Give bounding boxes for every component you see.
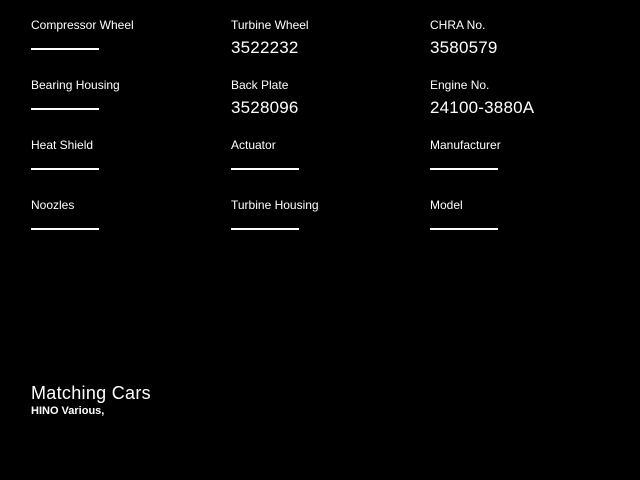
field-compressor-wheel: Compressor Wheel bbox=[31, 18, 231, 78]
blank-underline bbox=[430, 168, 498, 170]
blank-underline bbox=[231, 168, 299, 170]
field-label: Actuator bbox=[231, 138, 276, 152]
field-noozles: Noozles bbox=[31, 198, 231, 258]
field-value: 3580579 bbox=[430, 38, 498, 57]
field-label: Heat Shield bbox=[31, 138, 94, 152]
field-actuator: Actuator bbox=[231, 138, 430, 198]
field-bearing-housing: Bearing Housing bbox=[31, 78, 231, 138]
field-label: Noozles bbox=[31, 198, 75, 212]
field-label: Bearing Housing bbox=[31, 78, 120, 92]
field-value: 3528096 bbox=[231, 98, 299, 117]
field-label: Engine No. bbox=[430, 78, 490, 92]
field-turbine-housing: Turbine Housing bbox=[231, 198, 430, 258]
field-heat-shield: Heat Shield bbox=[31, 138, 231, 198]
matching-cars-section: Matching Cars HINO Various, bbox=[31, 383, 151, 418]
blank-underline bbox=[231, 228, 299, 230]
field-label: Compressor Wheel bbox=[31, 18, 134, 32]
field-label: Turbine Housing bbox=[231, 198, 319, 212]
field-label: Manufacturer bbox=[430, 138, 501, 152]
field-value: 24100-3880A bbox=[430, 98, 535, 117]
spec-fields-grid: Compressor Wheel Turbine Wheel 3522232 C… bbox=[31, 18, 609, 258]
field-model: Model bbox=[430, 198, 609, 258]
blank-underline bbox=[31, 228, 99, 230]
blank-underline bbox=[430, 228, 498, 230]
field-chra-no: CHRA No. 3580579 bbox=[430, 18, 609, 78]
field-label: Back Plate bbox=[231, 78, 289, 92]
field-manufacturer: Manufacturer bbox=[430, 138, 609, 198]
field-engine-no: Engine No. 24100-3880A bbox=[430, 78, 609, 138]
field-back-plate: Back Plate 3528096 bbox=[231, 78, 430, 138]
field-label: CHRA No. bbox=[430, 18, 486, 32]
matching-cars-list: HINO Various, bbox=[31, 405, 105, 417]
field-label: Model bbox=[430, 198, 463, 212]
field-turbine-wheel: Turbine Wheel 3522232 bbox=[231, 18, 430, 78]
field-label: Turbine Wheel bbox=[231, 18, 309, 32]
matching-cars-title: Matching Cars bbox=[31, 383, 151, 403]
blank-underline bbox=[31, 48, 99, 50]
blank-underline bbox=[31, 168, 99, 170]
blank-underline bbox=[31, 108, 99, 110]
field-value: 3522232 bbox=[231, 38, 299, 57]
